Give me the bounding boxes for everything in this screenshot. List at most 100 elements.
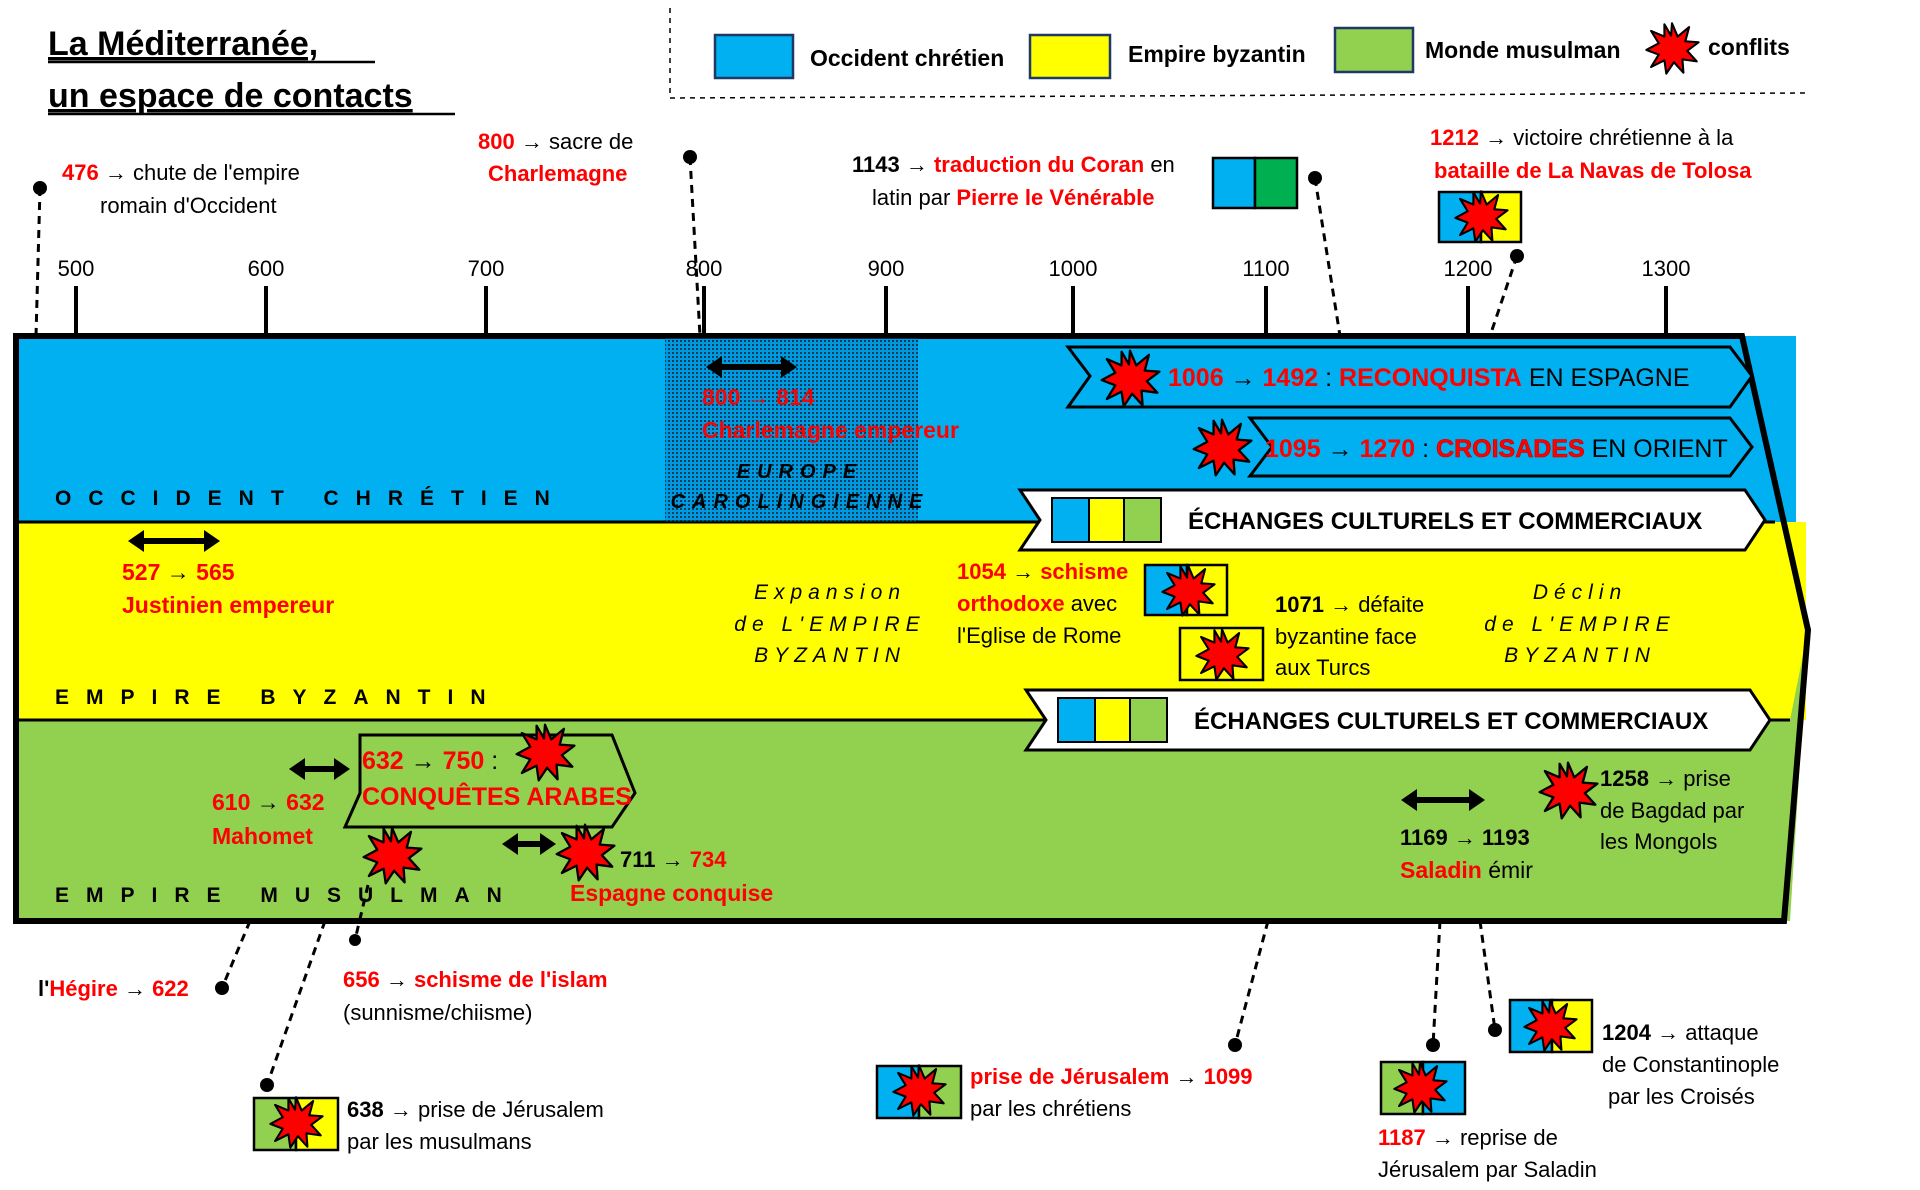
mahomet-start: 610 [212,789,250,815]
e1143-year: 1143 [852,152,900,177]
echanges-label-2: ÉCHANGES CULTURELS ET COMMERCIAUX [1194,707,1708,735]
schisme-year: 1054 [957,559,1007,584]
svg-text:1169 → 1193: 1169 → 1193 [1400,825,1530,850]
svg-text:800 → 814: 800 → 814 [702,384,815,410]
reconquista-end: 1492 [1263,364,1319,392]
reconquista-start: 1006 [1168,364,1224,392]
e1099-year: 1099 [1204,1064,1253,1089]
svg-text:1143 → traduction du Coran en: 1143 → traduction du Coran en [852,152,1175,177]
svg-text:1095 → 1270 : CROISADES EN ORI: 1095 → 1270 : CROISADES EN ORIENT [1265,435,1728,463]
legend-swatch-byzantin [1028,33,1112,80]
axis-tick-label-1000: 1000 [1049,256,1098,281]
svg-text:1054 → schisme: 1054 → schisme [957,559,1128,584]
hegire-pre: l' [38,976,49,1001]
echanges-label-1: ÉCHANGES CULTURELS ET COMMERCIAUX [1188,507,1702,535]
bagdad-year: 1258 [1600,766,1649,791]
e656-line2: (sunnisme/chiisme) [343,1000,533,1025]
bagdad-rest3: les Mongols [1600,829,1717,854]
svg-text:prise de Jérusalem → 1099: prise de Jérusalem → 1099 [970,1064,1253,1089]
schisme-label2: orthodoxe [957,591,1065,616]
saladin-start: 1169 [1400,825,1448,850]
echanges-arrow-2 [1023,688,1772,752]
e1187-year: 1187 [1378,1125,1426,1150]
justinien-end: 565 [196,559,235,585]
e800-year: 800 [478,129,515,154]
legend-byzantin: Empire byzantin [1128,41,1306,67]
axis-tick-label-700: 700 [468,256,505,281]
legend-conflits: conflits [1708,34,1790,60]
svg-text:orthodoxe avec: orthodoxe avec [957,591,1117,616]
band-label-musulman: EMPIRE MUSULMAN [55,884,519,907]
defaite-rest3: aux Turcs [1275,655,1370,680]
svg-text:latin par Pierre le Vénérable: latin par Pierre le Vénérable [872,185,1155,210]
e1204-year: 1204 [1602,1020,1652,1045]
svg-text:476 → chute de l'empire: 476 → chute de l'empire [62,160,300,185]
svg-text:656 → schisme de l'islam: 656 → schisme de l'islam [343,967,608,992]
e1187-line1: reprise de [1460,1125,1558,1150]
svg-text:711 → 734: 711 → 734 [620,847,727,872]
e1099-red: prise de Jérusalem [970,1064,1169,1089]
axis-tick-label-1100: 1100 [1242,256,1289,281]
title-line2: un espace de contacts [48,77,413,115]
axis-tick-label-500: 500 [58,256,95,281]
e800-line2: Charlemagne [488,161,627,186]
justinien-label: Justinien empereur [122,592,334,618]
e1212-year: 1212 [1430,125,1479,150]
croisades-label: CROISADES [1436,435,1585,463]
e1212-red2: bataille de La Navas de Tolosa [1434,158,1752,183]
croisades-end: 1270 [1360,435,1416,463]
conquetes-label: CONQUÊTES ARABES [362,781,632,811]
legend-musulman: Monde musulman [1425,37,1621,63]
conquetes-start: 632 [362,747,404,775]
expansion-line2: de L'EMPIRE [734,613,925,636]
e476-line1: chute de l'empire [133,160,300,185]
mahomet-label: Mahomet [212,823,313,849]
expansion-line1: Expansion [754,581,906,604]
reconquista-arrow [1064,345,1754,409]
espagne-start: 711 [620,847,656,872]
e476-year: 476 [62,160,99,185]
defaite-rest2: byzantine face [1275,624,1417,649]
title-line1: La Méditerranée, [48,25,318,63]
e656-year: 656 [343,967,380,992]
svg-text:Saladin émir: Saladin émir [1400,857,1533,883]
legend-swatch-occident [713,33,795,80]
justinien-start: 527 [122,559,160,585]
hegire-red: Hégire [49,976,117,1001]
e800-line1: sacre de [549,129,633,154]
hegire-year: 622 [152,976,189,1001]
e476-line2: romain d'Occident [100,193,277,218]
e1212-rest1: victoire chrétienne à la [1513,125,1734,150]
saladin-rest: émir [1488,857,1533,883]
reconquista-label: RECONQUISTA [1339,364,1522,392]
svg-text:638 → prise de Jérusalem: 638 → prise de Jérusalem [347,1097,604,1122]
svg-text:1204 → attaque: 1204 → attaque [1602,1020,1759,1045]
e1204-line2: de Constantinople [1602,1052,1779,1077]
croisades-rest: EN ORIENT [1592,435,1728,463]
svg-text:1006 → 1492 : RECONQUISTA EN E: 1006 → 1492 : RECONQUISTA EN ESPAGNE [1168,364,1690,392]
svg-text:610 → 632: 610 → 632 [212,789,325,815]
svg-text:1071 → défaite: 1071 → défaite [1275,592,1424,617]
axis-tick-label-800: 800 [686,256,723,281]
svg-text:632 → 750 :: 632 → 750 : [362,747,498,775]
band-label-byzantin: EMPIRE BYZANTIN [55,686,503,709]
declin-line1: Déclin [1533,581,1627,604]
charlemagne-end: 814 [776,384,815,410]
svg-text:1258 → prise: 1258 → prise [1600,766,1731,791]
carolingian-line1: EUROPE [737,461,863,483]
legend-swatch-musulman [1333,26,1415,74]
echanges-arrow-1 [1017,488,1767,552]
e1099-line2: par les chrétiens [970,1096,1131,1121]
axis-tick-label-900: 900 [868,256,905,281]
declin-line3: BYZANTIN [1504,644,1656,667]
timeline-arrow-frame [13,333,1812,924]
declin-line2: de L'EMPIRE [1484,613,1675,636]
bagdad-rest1: prise [1683,766,1731,791]
e1143-red1: traduction du Coran [934,152,1144,177]
conquetes-end: 750 [443,747,485,775]
bagdad-rest2: de Bagdad par [1600,798,1744,823]
croisades-start: 1095 [1265,435,1321,463]
